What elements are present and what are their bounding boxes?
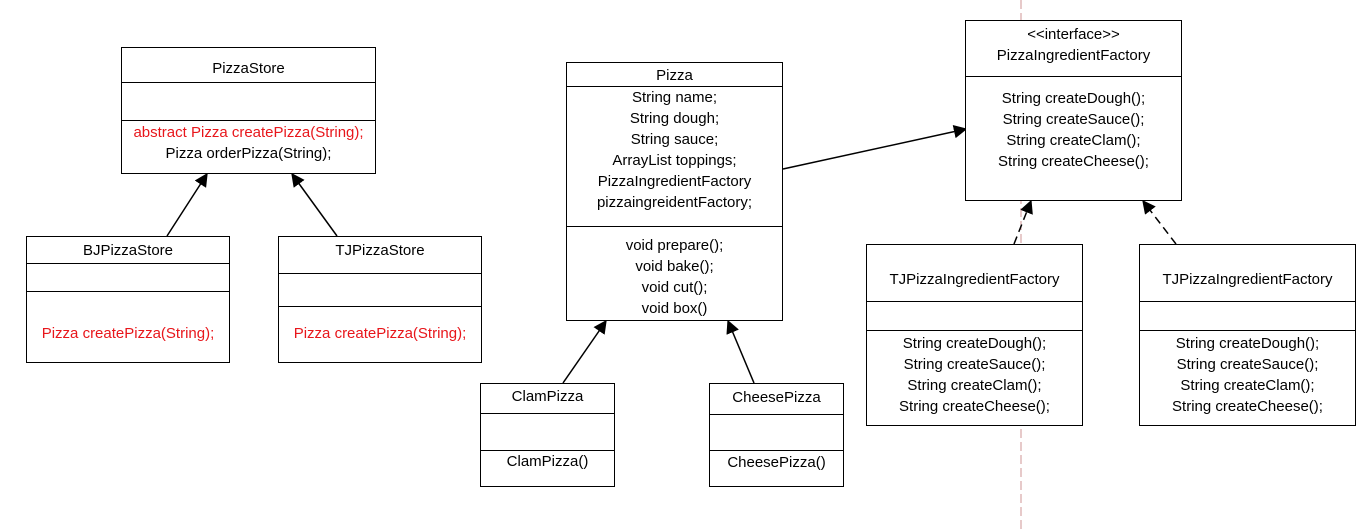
inheritance-arrow-tj [291, 172, 338, 237]
method-item: String createClam(); [1180, 377, 1315, 394]
class-name-text: CheesePizza [732, 389, 821, 406]
method-list: String createDough(); String createSauce… [966, 88, 1181, 172]
field-list: String name; String dough; String sauce;… [567, 87, 782, 213]
divider [481, 413, 614, 414]
divider [710, 414, 843, 415]
field-item: String name; [631, 89, 718, 106]
divider [279, 273, 481, 274]
class-cheese-pizza: CheesePizza CheesePizza() [709, 383, 844, 487]
association-arrow-factory [782, 125, 968, 170]
method-item: String createCheese(); [998, 153, 1149, 170]
class-name-text: PizzaIngredientFactory [996, 47, 1151, 64]
divider [27, 263, 229, 264]
class-pizza: Pizza String name; String dough; String … [566, 62, 783, 321]
method-item: void box() [641, 300, 708, 317]
method-item: String createClam(); [907, 377, 1042, 394]
method-item: Pizza createPizza(String); [41, 325, 215, 342]
method-item: Pizza createPizza(String); [293, 325, 467, 342]
method-item: abstract Pizza createPizza(String); [133, 124, 364, 141]
divider [966, 76, 1181, 77]
field-item: PizzaIngredientFactory [597, 173, 752, 190]
method-item: String createClam(); [1006, 132, 1141, 149]
method-list: String createDough(); String createSauce… [1140, 333, 1355, 417]
class-clam-pizza: ClamPizza ClamPizza() [480, 383, 615, 487]
divider [867, 330, 1082, 331]
interface-header: <<interface>> PizzaIngredientFactory [966, 24, 1181, 66]
divider [1140, 330, 1355, 331]
stereotype-label: <<interface>> [1027, 26, 1120, 43]
divider [1140, 301, 1355, 302]
method-item: void bake(); [635, 258, 714, 275]
divider [122, 120, 375, 121]
field-item: pizzaingreidentFactory; [596, 194, 753, 211]
divider [481, 450, 614, 451]
class-name-text: TJPizzaIngredientFactory [889, 271, 1060, 288]
method-item: ClamPizza() [506, 453, 589, 470]
class-bj-pizza-store: BJPizzaStore Pizza createPizza(String); [26, 236, 230, 363]
realization-arrow-b [1142, 199, 1177, 245]
field-item: ArrayList toppings; [612, 152, 737, 169]
inheritance-arrow-bj [166, 172, 208, 237]
divider [27, 291, 229, 292]
divider [710, 450, 843, 451]
method-item: Pizza orderPizza(String); [165, 145, 332, 162]
method-item: String createSauce(); [1176, 356, 1319, 373]
divider [279, 306, 481, 307]
method-item: String createSauce(); [1002, 111, 1145, 128]
realization-arrow-a [1013, 199, 1033, 245]
divider [567, 86, 782, 87]
field-item: String dough; [629, 110, 720, 127]
method-item: void prepare(); [625, 237, 724, 254]
inheritance-arrow-cheese [726, 319, 755, 384]
divider [867, 301, 1082, 302]
class-tj-pizza-ingredient-factory-b: TJPizzaIngredientFactory String createDo… [1139, 244, 1356, 426]
method-item: void cut(); [641, 279, 708, 296]
divider [122, 82, 375, 83]
method-item: String createDough(); [1175, 335, 1320, 352]
method-list: abstract Pizza createPizza(String); Pizz… [122, 122, 375, 164]
method-item: String createCheese(); [899, 398, 1050, 415]
class-name: PizzaStore [122, 58, 375, 79]
class-name-text: PizzaStore [212, 60, 285, 77]
divider [567, 226, 782, 227]
class-name-text: TJPizzaIngredientFactory [1162, 271, 1333, 288]
field-item: String sauce; [630, 131, 719, 148]
class-tj-pizza-store: TJPizzaStore Pizza createPizza(String); [278, 236, 482, 363]
class-name-text: BJPizzaStore [82, 242, 174, 259]
class-name-text: Pizza [656, 67, 693, 84]
method-item: CheesePizza() [727, 454, 826, 471]
method-item: String createCheese(); [1172, 398, 1323, 415]
method-item: String createDough(); [1001, 90, 1146, 107]
method-item: String createDough(); [902, 335, 1047, 352]
interface-pizza-ingredient-factory: <<interface>> PizzaIngredientFactory Str… [965, 20, 1182, 201]
method-item: String createSauce(); [903, 356, 1046, 373]
class-pizza-store: PizzaStore abstract Pizza createPizza(St… [121, 47, 376, 174]
class-name-text: TJPizzaStore [335, 242, 425, 259]
class-tj-pizza-ingredient-factory-a: TJPizzaIngredientFactory String createDo… [866, 244, 1083, 426]
inheritance-arrow-clam [562, 319, 607, 384]
method-list: void prepare(); void bake(); void cut();… [567, 235, 782, 319]
class-name-text: ClamPizza [511, 388, 584, 405]
method-list: String createDough(); String createSauce… [867, 333, 1082, 417]
